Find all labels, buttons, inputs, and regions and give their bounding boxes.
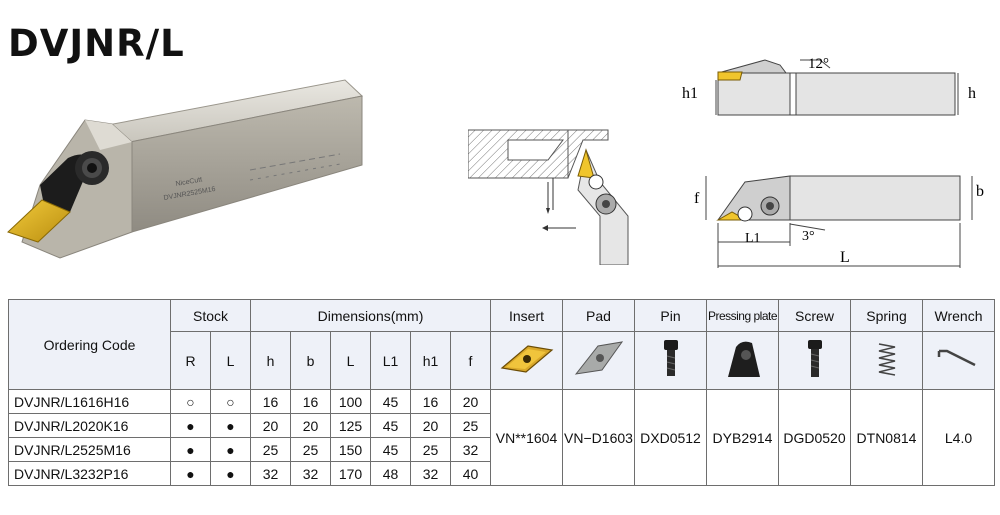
dim-L1-cell: 45 — [370, 389, 411, 414]
photo-brand-text: NiceCutt — [175, 176, 203, 188]
spring-code-cell: DTN0814 — [850, 389, 923, 486]
dim-h-label: h — [968, 85, 976, 102]
pressing-plate-code-cell: DYB2914 — [706, 389, 779, 486]
pad-code-cell: VN−D1603 — [562, 389, 635, 486]
pad-image-cell — [562, 331, 635, 390]
ordering-code-cell: DVJNR/L2020K16 — [8, 413, 171, 438]
dim-h1-cell: 25 — [410, 437, 451, 462]
pin-header: Pin — [634, 299, 707, 332]
dim-f-label: f — [694, 190, 700, 207]
ordering-code-header: Ordering Code — [8, 299, 171, 390]
dim-b-header: b — [290, 331, 331, 390]
stock-r-cell: ○ — [170, 389, 211, 414]
table-row: DVJNR/L2020K16 ● ● 20 20 125 45 20 25 — [8, 413, 995, 438]
screw-code-cell: DGD0520 — [778, 389, 851, 486]
dim-L-cell: 170 — [330, 461, 371, 486]
screw-image-cell — [778, 331, 851, 390]
dim-L1-cell: 48 — [370, 461, 411, 486]
dim-h-cell: 32 — [250, 461, 291, 486]
dim-L-cell: 125 — [330, 413, 371, 438]
dim-L-cell: 100 — [330, 389, 371, 414]
dim-f-cell: 20 — [450, 389, 491, 414]
table-row: DVJNR/L3232P16 ● ● 32 32 170 48 32 40 — [8, 461, 995, 486]
dim-h1-cell: 20 — [410, 413, 451, 438]
spec-table: Ordering Code Stock Dimensions(mm) Inser… — [8, 299, 995, 486]
dim-f-header: f — [450, 331, 491, 390]
screw-header: Screw — [778, 299, 851, 332]
insert-header: Insert — [490, 299, 563, 332]
dim-L1-cell: 45 — [370, 437, 411, 462]
stock-l-cell: ● — [210, 437, 251, 462]
dim-b-label: b — [976, 183, 984, 200]
pressing-plate-icon — [727, 341, 760, 377]
wrench-icon — [937, 349, 976, 367]
pad-header: Pad — [562, 299, 635, 332]
dim-L-label: L — [840, 249, 850, 266]
stock-r-header: R — [170, 331, 211, 390]
pin-image-cell — [634, 331, 707, 390]
angle-12-label: 12° — [808, 56, 829, 72]
tool-holder-photo: NiceCutt DVJNR2525M16 — [7, 79, 364, 259]
dim-L1-label: L1 — [745, 231, 761, 246]
page-title: DVJNR/L — [8, 22, 185, 65]
angle-3-label: 3° — [802, 229, 815, 244]
spring-image-cell — [850, 331, 923, 390]
dim-h1-label: h1 — [682, 85, 698, 102]
dim-h-cell: 20 — [250, 413, 291, 438]
ordering-code-cell: DVJNR/L3232P16 — [8, 461, 171, 486]
machining-illustration — [468, 129, 629, 265]
dim-f-cell: 25 — [450, 413, 491, 438]
dim-h1-cell: 16 — [410, 389, 451, 414]
spring-icon — [878, 343, 895, 376]
stock-r-cell: ● — [170, 413, 211, 438]
stock-l-cell: ● — [210, 461, 251, 486]
wrench-image-cell — [922, 331, 995, 390]
dim-b-cell: 25 — [290, 437, 331, 462]
stock-l-cell: ● — [210, 413, 251, 438]
dim-h1-header: h1 — [410, 331, 451, 390]
insert-image-cell — [490, 331, 563, 390]
stock-header: Stock — [170, 299, 251, 332]
dim-b-cell: 32 — [290, 461, 331, 486]
dim-L1-cell: 45 — [370, 413, 411, 438]
stock-r-cell: ● — [170, 461, 211, 486]
stock-l-header: L — [210, 331, 251, 390]
screw-icon — [807, 340, 822, 377]
dim-b-cell: 20 — [290, 413, 331, 438]
dim-h-header: h — [250, 331, 291, 390]
pin-code-cell: DXD0512 — [634, 389, 707, 486]
dim-L-header: L — [330, 331, 371, 390]
dim-h-cell: 16 — [250, 389, 291, 414]
pressing-plate-header: Pressing plate — [706, 299, 779, 332]
pad-icon — [574, 341, 623, 375]
spring-header: Spring — [850, 299, 923, 332]
stock-l-cell: ○ — [210, 389, 251, 414]
plan-view-drawing: f b L1 3° L — [694, 175, 984, 268]
wrench-header: Wrench — [922, 299, 995, 332]
dim-f-cell: 32 — [450, 437, 491, 462]
dim-L1-header: L1 — [370, 331, 411, 390]
insert-icon — [500, 345, 553, 373]
dim-b-cell: 16 — [290, 389, 331, 414]
insert-code-cell: VN**1604 — [490, 389, 563, 486]
dim-L-cell: 150 — [330, 437, 371, 462]
table-row: DVJNR/L1616H16 ○ ○ 16 16 100 45 16 20 VN… — [8, 389, 995, 486]
wrench-code-cell: L4.0 — [922, 389, 995, 486]
dim-h1-cell: 32 — [410, 461, 451, 486]
pressing-plate-image-cell — [706, 331, 779, 390]
dim-h-cell: 25 — [250, 437, 291, 462]
side-elevation-drawing: 12° h1 h — [682, 56, 976, 116]
stock-r-cell: ● — [170, 437, 211, 462]
ordering-code-cell: DVJNR/L2525M16 — [8, 437, 171, 462]
pin-icon — [663, 340, 678, 376]
dimensions-header: Dimensions(mm) — [250, 299, 491, 332]
dim-f-cell: 40 — [450, 461, 491, 486]
ordering-code-cell: DVJNR/L1616H16 — [8, 389, 171, 414]
